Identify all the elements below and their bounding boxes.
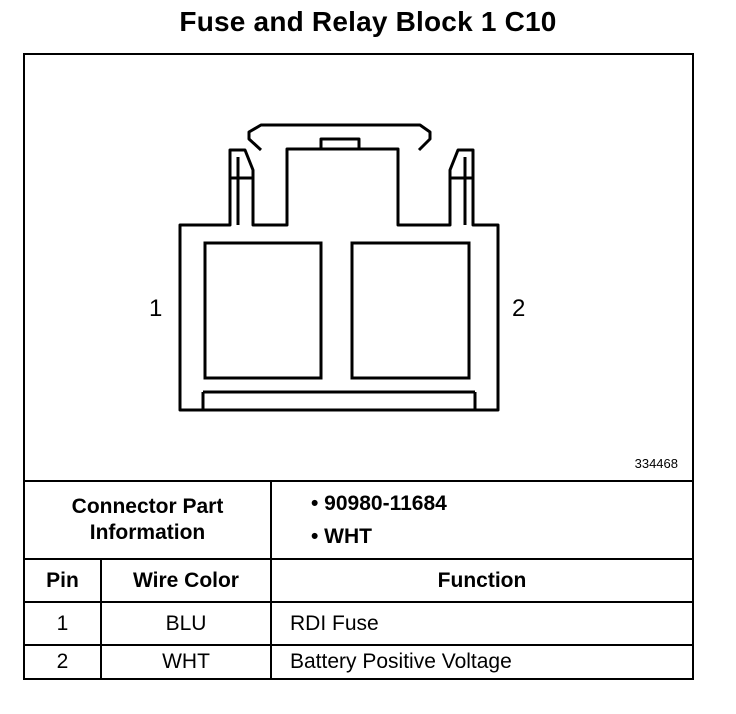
row-2-pin: 2: [56, 650, 69, 673]
divider-col-function: [270, 480, 272, 678]
connector-color: • WHT: [311, 525, 373, 548]
row-1-function: RDI Fuse: [290, 611, 379, 635]
page-title: Fuse and Relay Block 1 C10: [179, 6, 557, 37]
connector-info-label-line1: Connector Part: [71, 495, 224, 518]
row-1-pin: 1: [56, 611, 69, 635]
pin-1-label: 1: [149, 295, 163, 322]
connector-frame: 1 2 334468 Connector Part Information • …: [23, 53, 694, 680]
divider-diagram: [25, 480, 692, 482]
header-pin: Pin: [46, 568, 79, 592]
row-2-function: Battery Positive Voltage: [290, 650, 512, 673]
divider-col-pin: [100, 558, 102, 678]
pin-2-label: 2: [512, 295, 526, 322]
cavity-2: [350, 241, 471, 380]
connector-part-number: • 90980-11684: [311, 492, 447, 515]
row-1-wire-color: BLU: [165, 611, 207, 635]
header-function: Function: [437, 568, 527, 592]
divider-info: [25, 558, 692, 560]
connector-info-label: Connector Part Information: [25, 482, 270, 558]
connector-diagram: 1 2 334468: [25, 55, 692, 480]
cavity-1: [203, 241, 323, 380]
connector-info-list: • 90980-11684 • WHT: [311, 487, 447, 553]
connector-info-label-line2: Information: [89, 521, 206, 544]
divider-row-1: [25, 644, 692, 646]
header-wire-color: Wire Color: [133, 568, 239, 592]
row-2-wire-color: WHT: [162, 650, 210, 673]
divider-header: [25, 601, 692, 603]
connector-face-drawing: [178, 123, 500, 412]
figure-number: 334468: [634, 456, 678, 471]
